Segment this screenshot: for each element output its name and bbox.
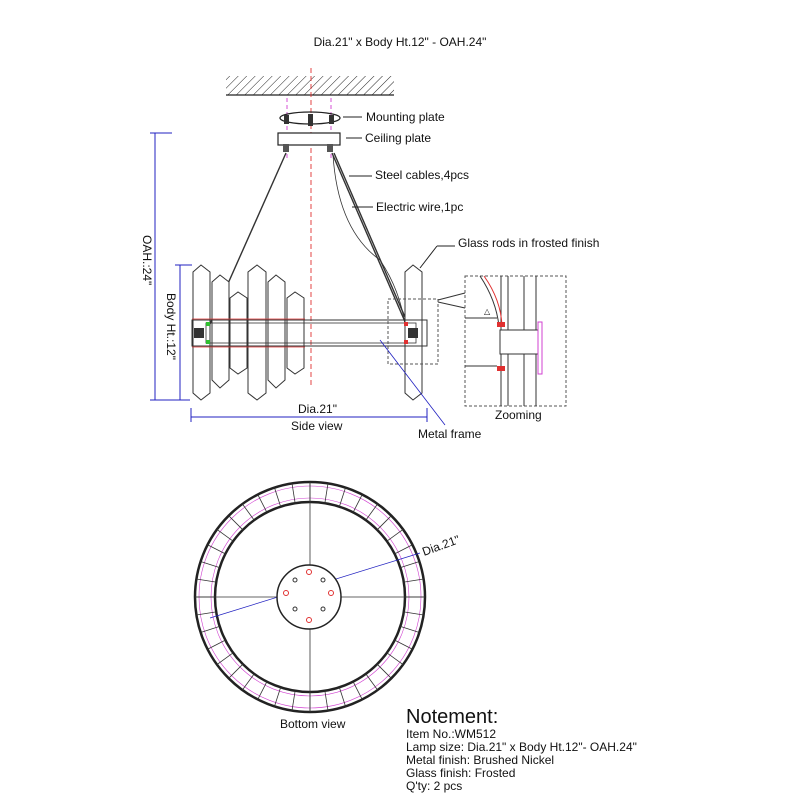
mounting-plate	[279, 111, 341, 126]
bottom-dia-dimension: Dia.21"	[420, 532, 461, 558]
glass-segment-divider	[338, 687, 346, 707]
body-height-dimension: Body Ht.:12"	[164, 293, 178, 360]
electric-wire-label: Electric wire,1pc	[376, 200, 463, 214]
glass-segment-divider	[257, 681, 268, 700]
mounting-plate-label: Mounting plate	[366, 110, 445, 124]
bottom-view	[193, 480, 427, 714]
svg-text:△: △	[484, 307, 491, 316]
glass-segment-divider	[403, 578, 424, 583]
ceiling-plate-label: Ceiling plate	[365, 131, 431, 145]
glass-rods	[192, 264, 423, 401]
metal-frame-leader	[379, 339, 446, 426]
glass-segment-divider	[274, 487, 282, 507]
glass-segment-divider	[386, 652, 404, 665]
glass-segment-divider	[324, 483, 329, 504]
glass-segment-divider	[200, 625, 220, 633]
glass-segment-divider	[403, 611, 424, 616]
metal-frame-label: Metal frame	[418, 427, 482, 441]
dia-dimension: Dia.21"	[298, 402, 337, 416]
glass-rods-label: Glass rods in frosted finish	[458, 236, 599, 250]
glass-segment-divider	[200, 561, 220, 569]
ceiling-plate	[277, 132, 341, 152]
glass-segment-divider	[196, 578, 217, 583]
glass-segment-divider	[394, 544, 413, 555]
zooming-label: Zooming	[495, 408, 542, 422]
bottom-view-caption: Bottom view	[280, 717, 346, 731]
glass-segment-divider	[400, 561, 420, 569]
dimension-lines	[150, 132, 428, 422]
glass-segment-divider	[207, 639, 226, 650]
glass-segment-divider	[228, 663, 244, 679]
glass-finish: Glass finish: Frosted	[406, 766, 516, 780]
steel-cables-label: Steel cables,4pcs	[375, 168, 469, 182]
glass-segment-divider	[324, 690, 329, 711]
glass-segment-divider	[400, 625, 420, 633]
glass-segment-divider	[376, 663, 392, 679]
glass-segment-divider	[365, 503, 378, 521]
quantity: Q'ty: 2 pcs	[406, 779, 463, 793]
glass-segment-divider	[386, 529, 404, 542]
oah-dimension: OAH.:24"	[140, 235, 154, 285]
ceiling	[226, 76, 394, 96]
side-view-caption: Side view	[291, 419, 343, 433]
title: Dia.21" x Body Ht.12" - OAH.24"	[314, 35, 487, 49]
lamp-size: Lamp size: Dia.21" x Body Ht.12"- OAH.24…	[406, 740, 637, 754]
glass-segment-divider	[242, 673, 255, 691]
glass-segment-divider	[352, 494, 363, 513]
glass-segment-divider	[291, 483, 296, 504]
electric-wire	[332, 154, 406, 326]
glass-segment-divider	[228, 515, 244, 531]
metal-finish: Metal finish: Brushed Nickel	[406, 753, 555, 767]
notes-heading: Notement:	[406, 706, 499, 728]
glass-segment-divider	[352, 681, 363, 700]
glass-segment-divider	[196, 611, 217, 616]
glass-segment-divider	[257, 494, 268, 513]
glass-segment-divider	[394, 639, 413, 650]
item-number: Item No.:WM512	[406, 727, 497, 741]
glass-segment-divider	[216, 529, 234, 542]
glass-segment-divider	[242, 503, 255, 521]
notes: Notement: Item No.:WM512 Lamp size: Dia.…	[406, 706, 637, 793]
zoom-detail: △	[464, 275, 567, 407]
glass-segment-divider	[291, 690, 296, 711]
glass-segment-divider	[216, 652, 234, 665]
glass-segment-divider	[338, 487, 346, 507]
metal-frame	[191, 318, 428, 348]
glass-segment-divider	[365, 673, 378, 691]
glass-segment-divider	[274, 687, 282, 707]
zoom-region	[387, 298, 439, 365]
glass-segment-divider	[376, 515, 392, 531]
glass-segment-divider	[207, 544, 226, 555]
